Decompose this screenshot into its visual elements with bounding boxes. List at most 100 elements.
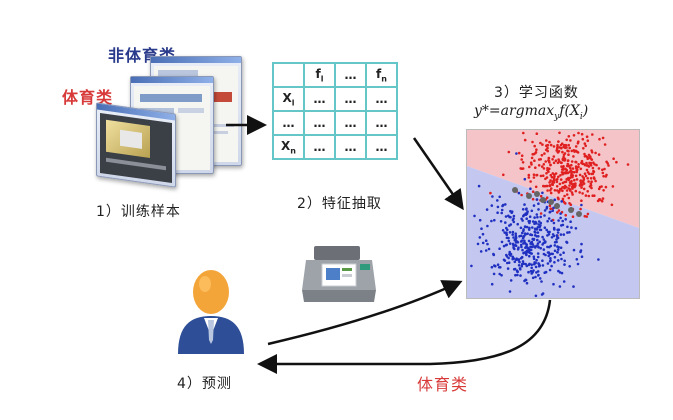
non-sports-point [576, 262, 580, 266]
non-sports-point [560, 257, 563, 261]
non-sports-point [478, 236, 482, 239]
non-sports-point [522, 229, 525, 233]
non-sports-point [522, 234, 526, 238]
non-sports-point [517, 258, 520, 262]
non-sports-point [562, 233, 566, 236]
boundary-point [576, 211, 582, 217]
non-sports-point [490, 219, 493, 223]
sports-point [583, 152, 586, 156]
non-sports-point [572, 248, 576, 252]
non-sports-point [520, 264, 524, 268]
non-sports-point [484, 239, 488, 242]
sports-point [611, 185, 615, 188]
non-sports-point [559, 216, 562, 220]
table-header-cell: fl [303, 62, 336, 88]
sports-point [582, 147, 585, 150]
non-sports-point [531, 243, 535, 246]
sports-point [545, 172, 548, 175]
non-sports-point [521, 208, 525, 211]
non-sports-point [534, 294, 538, 298]
non-sports-point [533, 262, 536, 266]
non-sports-point [553, 198, 557, 202]
sports-point [576, 151, 580, 154]
table-row-header: Xn [272, 134, 305, 160]
sports-point [597, 153, 601, 156]
non-sports-point [509, 215, 512, 219]
sports-point [600, 185, 603, 188]
non-sports-point [505, 243, 508, 247]
sports-point [558, 160, 561, 163]
sports-point [587, 194, 591, 198]
sports-point [531, 140, 534, 144]
non-sports-point [534, 265, 538, 269]
non-sports-point [521, 260, 525, 263]
sports-point [548, 204, 552, 207]
sports-point [520, 158, 523, 161]
predicted-class-label: 体育类 [417, 375, 469, 394]
non-sports-point [505, 226, 508, 230]
sports-point [564, 180, 568, 184]
sports-point [561, 197, 565, 201]
non-sports-point [523, 225, 527, 228]
non-sports-point [545, 228, 548, 232]
sports-point [578, 191, 581, 194]
sports-point [532, 173, 536, 176]
non-sports-point [530, 263, 533, 266]
non-sports-point [527, 270, 530, 274]
non-sports-point [526, 232, 529, 235]
non-sports-point [481, 241, 485, 245]
non-sports-point [531, 237, 534, 241]
non-sports-point [507, 239, 511, 243]
non-sports-point [543, 214, 546, 217]
sports-point [581, 192, 584, 195]
table-cell: … [365, 86, 398, 112]
sports-point [575, 168, 579, 172]
non-sports-point [550, 219, 553, 223]
sports-point [520, 154, 524, 157]
sports-point [544, 177, 547, 181]
sports-point [559, 174, 562, 177]
non-sports-point [492, 253, 496, 257]
sports-point [560, 165, 563, 168]
sports-point [579, 179, 582, 183]
sports-point [560, 161, 563, 165]
sports-point [584, 174, 588, 178]
non-sports-point [539, 215, 542, 219]
non-sports-point [575, 258, 579, 261]
sports-point [534, 166, 537, 169]
sports-point [552, 178, 556, 182]
printer-icon [302, 246, 376, 302]
non-sports-point [514, 243, 517, 247]
non-sports-point [557, 228, 561, 231]
non-sports-point [479, 250, 483, 253]
non-sports-point [480, 227, 483, 230]
sports-point [586, 139, 590, 142]
sports-point [559, 178, 563, 181]
non-sports-point [523, 203, 526, 206]
non-sports-point [536, 270, 540, 273]
sports-point [549, 143, 553, 147]
sports-point [565, 138, 568, 142]
non-sports-point [519, 274, 522, 277]
sports-point [574, 165, 578, 168]
sports-point [590, 158, 594, 161]
sports-point [597, 167, 601, 170]
non-sports-point [533, 216, 536, 219]
non-sports-point [500, 211, 503, 215]
sports-point [574, 160, 578, 164]
table-cell: … [303, 86, 336, 112]
non-sports-point [543, 241, 547, 244]
non-sports-point [579, 249, 583, 252]
sports-point [602, 174, 605, 178]
sports-point [530, 163, 533, 166]
non-sports-point [522, 213, 526, 217]
browser-windows-icon [92, 56, 244, 188]
non-sports-point [523, 177, 527, 181]
sports-point [570, 174, 573, 177]
non-sports-point [481, 232, 485, 236]
sports-point [561, 150, 564, 154]
sports-point [594, 179, 597, 183]
sports-point [541, 143, 544, 146]
sports-point [552, 145, 556, 148]
